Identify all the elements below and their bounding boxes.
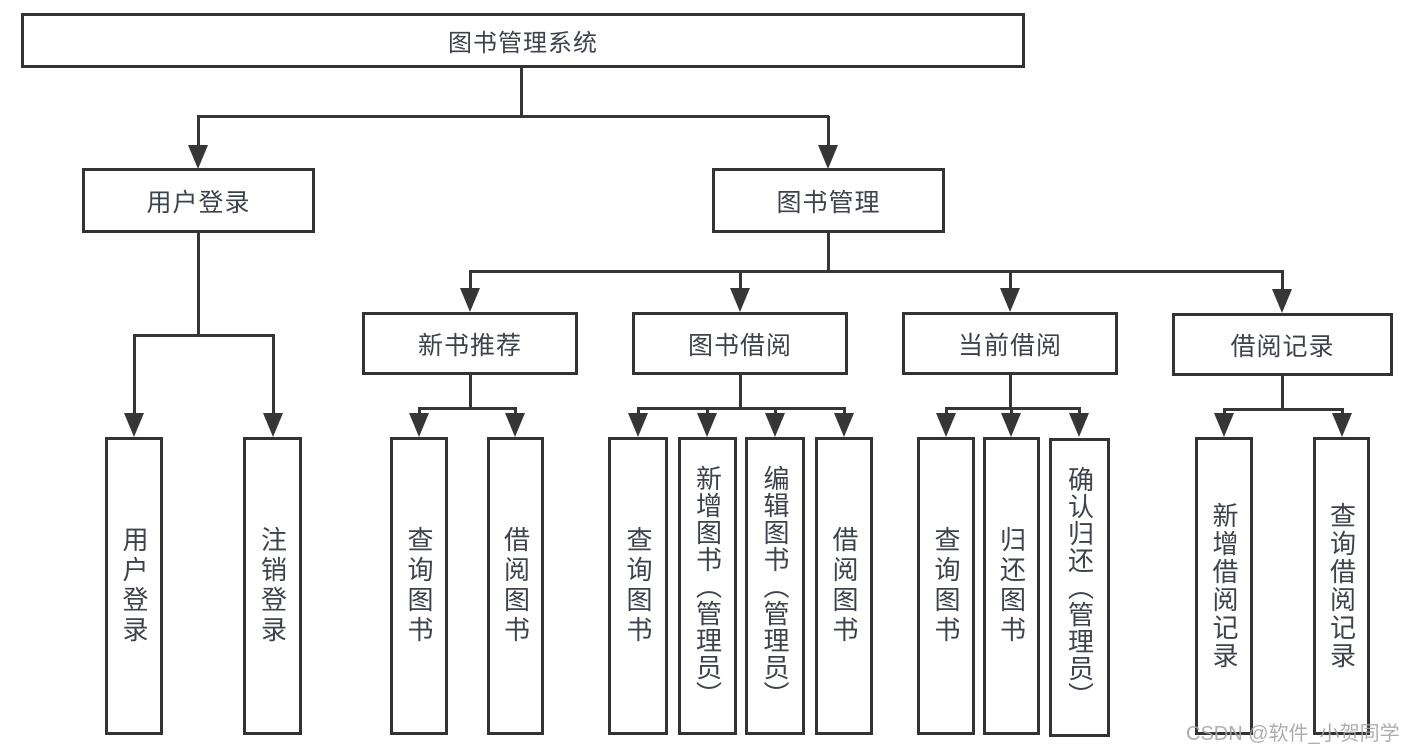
edge-login-stem — [197, 231, 200, 336]
node-book-borrowing: 图书借阅 — [632, 312, 848, 375]
arrow-book-management — [818, 145, 838, 169]
node-library-system: 图书管理系统 — [21, 13, 1025, 68]
arrow-cb-confirm — [1069, 413, 1089, 437]
node-borrow-records: 借阅记录 — [1172, 313, 1393, 376]
edge-l3-rail — [469, 270, 1284, 273]
arrow-bb-add — [697, 413, 717, 437]
arrow-cb-return — [1001, 413, 1021, 437]
edge-bb-rail — [637, 407, 846, 410]
edge-br-rail — [1223, 408, 1344, 411]
edge-cb-leaf1-drop — [945, 408, 948, 415]
edge-bb-leaf4-drop — [843, 408, 846, 415]
arrow-nb-borrow — [505, 413, 525, 437]
edge-cb-stem — [1009, 373, 1012, 410]
arrow-user-login-leaf — [124, 413, 144, 437]
node-cb-confirm-return-admin: 确认归还（管理员） — [1049, 438, 1110, 737]
node-bb-add-books-admin: 新增图书（管理员） — [678, 437, 737, 735]
node-logout: 注销登录 — [243, 437, 302, 735]
arrow-borrow-records — [1272, 289, 1292, 313]
edge-current-drop — [1009, 271, 1012, 291]
node-cb-query-books: 查询图书 — [917, 437, 975, 735]
edge-nb-rail — [418, 407, 517, 410]
node-br-query-record: 查询借阅记录 — [1313, 437, 1370, 735]
edge-newbooks-drop — [469, 271, 472, 291]
arrow-bb-borrow — [834, 413, 854, 437]
arrow-br-add — [1214, 413, 1234, 437]
node-nb-borrow-books: 借阅图书 — [487, 437, 544, 735]
node-br-add-record: 新增借阅记录 — [1195, 437, 1253, 735]
edge-login-leaf2-drop — [272, 335, 275, 414]
node-bb-borrow-books: 借阅图书 — [815, 437, 873, 735]
arrow-current-borrowing — [1000, 288, 1020, 312]
edge-br-stem — [1281, 375, 1284, 410]
arrow-nb-query — [409, 413, 429, 437]
edge-login-leaf1-drop — [133, 335, 136, 414]
edge-bb-leaf1-drop — [637, 408, 640, 415]
node-bb-edit-books-admin: 编辑图书（管理员） — [745, 437, 805, 735]
node-user-login-leaf: 用户登录 — [105, 437, 163, 735]
edge-mgmt-drop — [827, 116, 830, 147]
arrow-br-query — [1332, 413, 1352, 437]
edge-root-stem — [520, 66, 523, 117]
edge-mgmt-stem — [827, 231, 830, 272]
node-user-login: 用户登录 — [82, 168, 315, 233]
arrow-cb-query — [936, 413, 956, 437]
edge-br-leaf2-drop — [1341, 409, 1344, 415]
edge-bb-leaf2-drop — [706, 408, 709, 415]
edge-nb-stem — [469, 373, 472, 410]
node-bb-query-books: 查询图书 — [608, 437, 668, 735]
node-new-book-recommend: 新书推荐 — [362, 312, 578, 375]
arrow-bb-query — [628, 413, 648, 437]
edge-borrowing-drop — [739, 271, 742, 291]
edge-cb-rail — [945, 407, 1081, 410]
edge-bb-stem — [739, 373, 742, 410]
edge-records-drop — [1281, 271, 1284, 291]
edge-l2-rail — [197, 115, 829, 118]
node-cb-return-books: 归还图书 — [983, 437, 1040, 735]
arrow-user-login — [188, 145, 208, 169]
edge-nb-leaf1-drop — [418, 408, 421, 415]
node-nb-query-books: 查询图书 — [390, 437, 448, 735]
csdn-watermark: CSDN @软件_小贺同学 — [1186, 723, 1400, 745]
edge-login-drop — [197, 116, 200, 147]
edge-login-rail — [133, 334, 275, 337]
arrow-new-book-recommend — [460, 288, 480, 312]
edge-cb-leaf2-drop — [1010, 408, 1013, 415]
edge-cb-leaf3-drop — [1078, 408, 1081, 415]
node-book-management: 图书管理 — [712, 168, 945, 233]
edge-nb-leaf2-drop — [514, 408, 517, 415]
edge-br-leaf1-drop — [1223, 409, 1226, 415]
node-current-borrowing: 当前借阅 — [902, 312, 1118, 375]
arrow-bb-edit — [765, 413, 785, 437]
arrow-book-borrowing — [730, 288, 750, 312]
edge-bb-leaf3-drop — [774, 408, 777, 415]
arrow-logout-leaf — [263, 413, 283, 437]
